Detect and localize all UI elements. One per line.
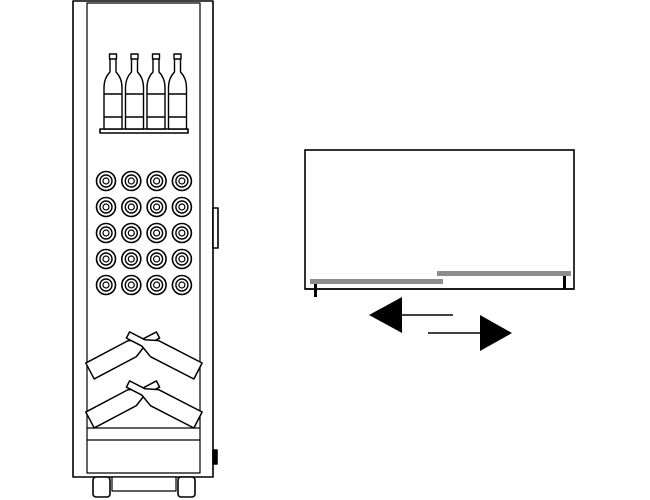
crossed-bottle-pair xyxy=(85,380,203,429)
bottle-end-center xyxy=(102,177,110,185)
sliding-shelf-diagram xyxy=(304,149,575,351)
lying-bottle-body xyxy=(125,380,203,429)
cabinet-door-handle xyxy=(212,207,219,249)
shelf-outline xyxy=(304,149,575,290)
bottle-cap xyxy=(151,53,161,60)
bottle-end xyxy=(95,222,117,244)
bottle-end-center xyxy=(127,281,135,289)
bottle-cap xyxy=(108,53,118,60)
upright-bottle xyxy=(103,53,123,130)
left-support-post xyxy=(314,284,317,297)
lying-bottle xyxy=(125,331,203,380)
bottle-end xyxy=(146,274,167,296)
slide-right-arrow xyxy=(428,315,512,351)
bottle-end-center xyxy=(153,255,161,263)
bottle-end-center xyxy=(178,255,186,263)
bottle-end xyxy=(146,170,167,192)
bottle-end-center xyxy=(178,229,186,237)
bottle-end-center xyxy=(127,255,135,263)
bottle-end xyxy=(95,196,117,218)
right-guide-rail xyxy=(437,271,571,276)
bottle-end xyxy=(95,170,117,192)
slide-left-arrow xyxy=(369,297,453,333)
crossed-bottle-pair xyxy=(85,331,203,380)
bottle-end xyxy=(146,248,167,270)
bottle-end xyxy=(171,274,193,296)
lying-bottle-body xyxy=(125,331,203,380)
left-guide-rail xyxy=(310,279,443,284)
bottle-end-center xyxy=(127,229,135,237)
bottle-end xyxy=(121,170,142,192)
bottle-end xyxy=(121,222,142,244)
bottle-end xyxy=(171,196,193,218)
cabinet-inner-panel xyxy=(86,2,201,474)
upright-bottle xyxy=(124,53,145,130)
bottle-end xyxy=(171,170,193,192)
crossed-bottles xyxy=(85,331,203,429)
bottle-end-grid xyxy=(95,170,193,296)
bottle-end xyxy=(121,274,142,296)
bottle-end xyxy=(121,248,142,270)
wine-cabinet xyxy=(72,0,219,498)
bottle-end-center xyxy=(127,177,135,185)
cabinet-foot-right xyxy=(177,476,196,498)
bottle-end-center xyxy=(102,229,110,237)
bottle-end-center xyxy=(178,177,186,185)
bottle-end-center xyxy=(102,281,110,289)
cabinet-lower-hinge xyxy=(212,449,218,465)
bottle-end xyxy=(171,222,193,244)
bottle-end xyxy=(95,274,117,296)
cabinet-outer-frame xyxy=(72,0,214,478)
bottle-end-center xyxy=(127,203,135,211)
bottle-end-center xyxy=(153,281,161,289)
bottle-end xyxy=(95,248,117,270)
cabinet-bottom-grille xyxy=(111,476,177,492)
lying-bottle xyxy=(125,380,203,429)
bottle-end-center xyxy=(102,203,110,211)
cabinet-foot-left xyxy=(92,476,111,498)
bottle-end-center xyxy=(178,203,186,211)
bottle-cap xyxy=(173,53,182,60)
upright-bottle xyxy=(167,53,188,130)
bottle-end-center xyxy=(153,229,161,237)
bottle-end xyxy=(146,196,167,218)
bottle-cap xyxy=(130,53,139,60)
right-support-post xyxy=(563,276,566,289)
bottle-end-center xyxy=(178,281,186,289)
bottle-end xyxy=(171,248,193,270)
bottle-end-center xyxy=(153,203,161,211)
bottle-end-center xyxy=(153,177,161,185)
bottle-end xyxy=(146,222,167,244)
bottle-end xyxy=(121,196,142,218)
bottle-end-center xyxy=(102,255,110,263)
upright-bottle xyxy=(146,53,166,130)
upright-bottles xyxy=(103,53,188,130)
